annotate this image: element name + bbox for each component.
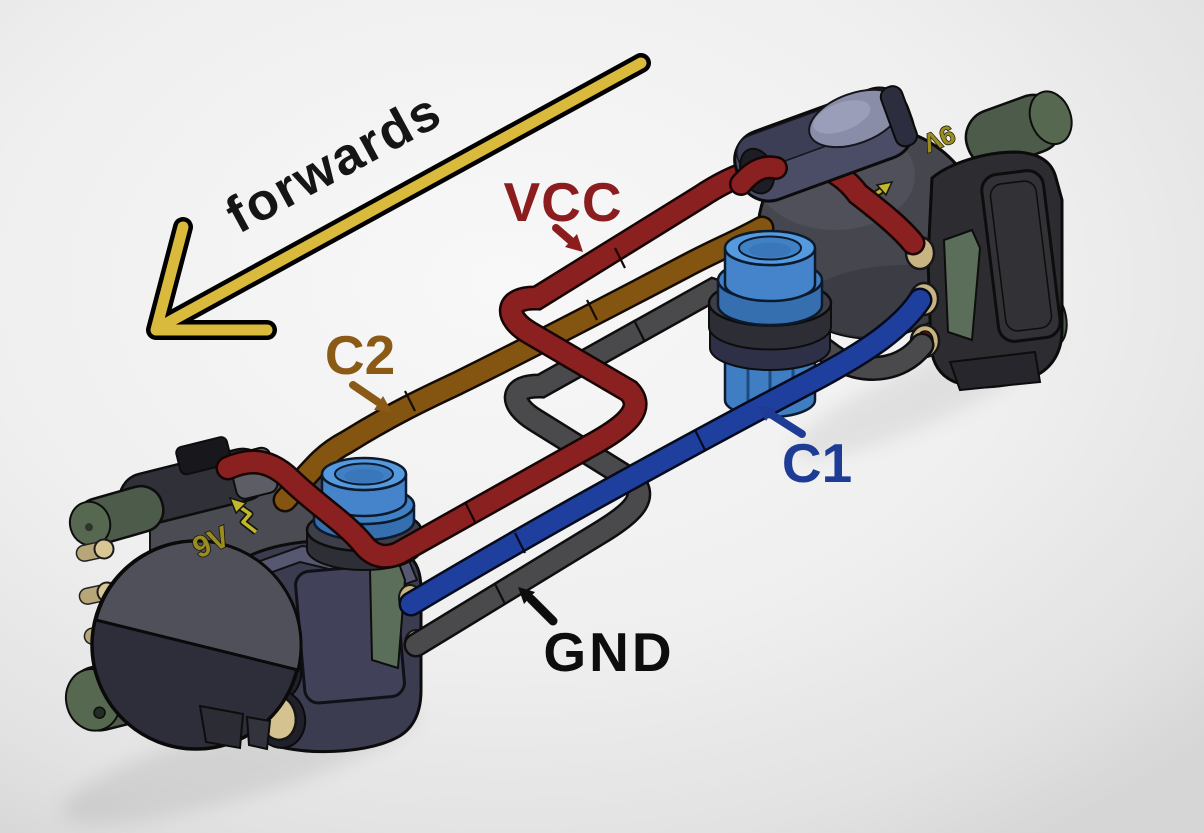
c2-label: C2	[325, 324, 395, 386]
cap-recess-inner	[344, 469, 384, 483]
clamp-end-cap	[879, 85, 919, 148]
vcc-annotation: VCC	[503, 171, 622, 252]
wire-c2	[272, 215, 775, 513]
green-patch	[942, 228, 982, 342]
c2-arrow-icon	[374, 396, 392, 412]
gnd-arrow-icon	[518, 587, 535, 604]
end-hole	[93, 706, 106, 719]
vcc-arrow-shaft	[552, 224, 575, 245]
c2-arrow-shaft	[349, 381, 382, 406]
wire-segment-ticks	[514, 429, 706, 554]
c1-label: C1	[782, 432, 852, 494]
gnd-annotation: GND	[518, 587, 674, 683]
green-cylinder-end	[1028, 90, 1073, 146]
wire-c1	[398, 287, 933, 617]
wire-segment-ticks	[464, 247, 626, 523]
endbell-top-right	[964, 90, 1073, 169]
lightning-bolt-icon	[236, 503, 258, 534]
motor-face-upper	[94, 539, 303, 672]
wire-segment-ticks	[494, 321, 646, 605]
clamp-scoop-highlight	[813, 100, 871, 134]
c1-arrow-shaft	[768, 411, 806, 438]
gnd-label: GND	[543, 621, 674, 683]
gnd-arrow-shaft	[526, 594, 558, 626]
mount-notch	[198, 704, 245, 750]
wire-segment-ticks	[404, 299, 598, 412]
vcc-arrow-icon	[565, 234, 583, 252]
end-hole	[84, 523, 93, 532]
bottom-clamp	[948, 350, 1042, 392]
c1-annotation: C1	[757, 406, 852, 494]
c2-annotation: C2	[325, 324, 395, 412]
capacitor-right	[707, 229, 833, 419]
wire-vcc-through-clamp	[731, 157, 786, 194]
panel-inset	[980, 169, 1062, 343]
panel-inset-line	[989, 180, 1053, 332]
cap-recess-inner	[749, 242, 791, 258]
bolt-arrowhead	[875, 180, 894, 197]
green-patch	[368, 559, 407, 670]
bolt-arrowhead	[228, 496, 248, 515]
direction-arrow-icon	[150, 57, 647, 336]
c1-arrow-icon	[757, 406, 775, 421]
vcc-label: VCC	[503, 171, 622, 233]
wire-c1-tube	[401, 290, 930, 614]
wire-c2-tube	[275, 218, 772, 510]
mount-notch	[245, 715, 272, 751]
